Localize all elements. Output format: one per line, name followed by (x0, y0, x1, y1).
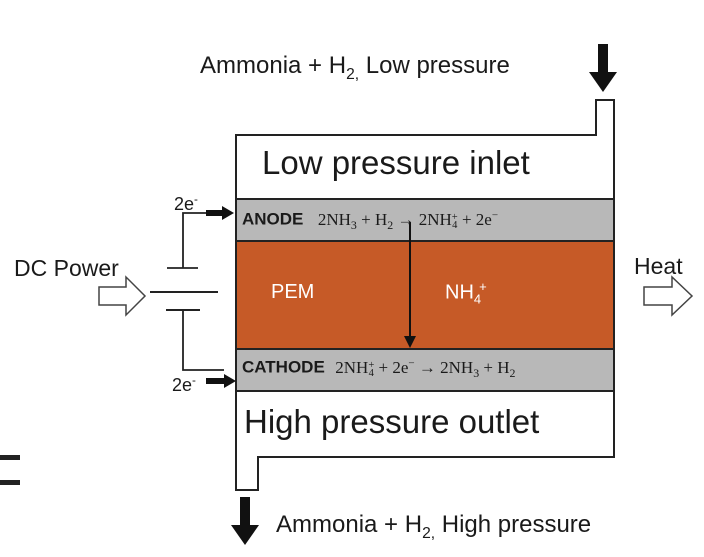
top-section-label: Low pressure inlet (262, 144, 530, 181)
anode-equation: 2NH3 + H2 → 2NH+4 + 2e− (317, 209, 499, 232)
electrons-bottom-label: 2e- (172, 374, 196, 395)
anode-row: ANODE 2NH3 + H2 → 2NH+4 + 2e− (242, 209, 498, 233)
electrons-top-label: 2e- (174, 193, 198, 214)
edge-mark (0, 455, 20, 485)
heat-arrow-icon (643, 275, 694, 317)
inlet-label: Ammonia + H2, Low pressure (200, 52, 510, 83)
cathode-layer (235, 348, 615, 392)
outlet-arrow-icon (231, 497, 259, 545)
electron-arrow-in-icon (224, 374, 236, 388)
battery-icon (150, 291, 218, 311)
ion-arrow-head (404, 336, 416, 348)
cathode-row: CATHODE 2NH+4 + 2e− → 2NH3 + H2 (242, 357, 515, 381)
dc-power-label: DC Power (14, 255, 119, 281)
anode-tag: ANODE (242, 209, 304, 229)
bottom-section-label: High pressure outlet (244, 403, 540, 440)
anode-layer (235, 198, 615, 242)
ion-label: NH4+ (445, 279, 487, 307)
electron-arrow-out-icon (222, 206, 234, 220)
dc-power-arrow-icon (98, 275, 147, 317)
inlet-arrow-icon (589, 44, 617, 92)
heat-label: Heat (634, 253, 683, 279)
pem-label: PEM (271, 281, 315, 303)
cathode-equation: 2NH+4 + 2e− → 2NH3 + H2 (335, 357, 516, 380)
outlet-label: Ammonia + H2, High pressure (276, 511, 592, 542)
cathode-tag: CATHODE (242, 357, 325, 377)
